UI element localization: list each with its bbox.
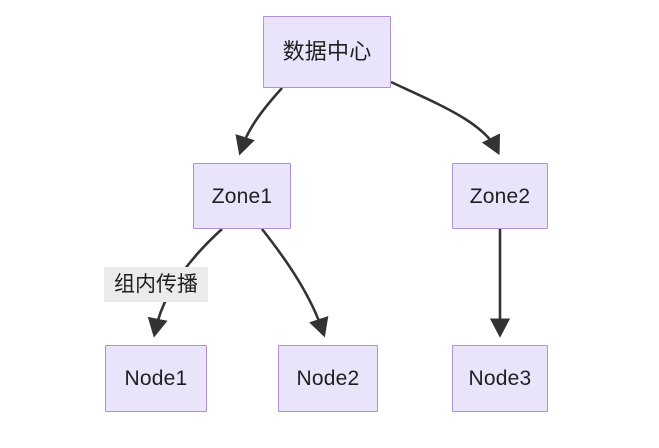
- node-node2[interactable]: Node2: [278, 345, 378, 412]
- node-label-node3: Node3: [468, 367, 532, 390]
- edge-zone1-node2: [260, 228, 329, 338]
- node-label-zone2: Zone2: [469, 184, 531, 208]
- node-node3[interactable]: Node3: [452, 345, 548, 412]
- node-node1[interactable]: Node1: [105, 345, 207, 412]
- edge-datacenter-zone2: [390, 80, 501, 156]
- label-intra-group: 组内传播: [104, 267, 208, 302]
- edge-datacenter-zone1: [235, 87, 283, 156]
- node-label-node1: Node1: [124, 367, 188, 390]
- node-label-zone1: Zone1: [211, 184, 273, 208]
- node-zone2[interactable]: Zone2: [452, 163, 548, 229]
- node-label-datacenter: 数据中心: [282, 39, 372, 64]
- node-datacenter[interactable]: 数据中心: [263, 16, 391, 88]
- node-label-node2: Node2: [296, 367, 360, 390]
- node-zone1[interactable]: Zone1: [193, 163, 291, 229]
